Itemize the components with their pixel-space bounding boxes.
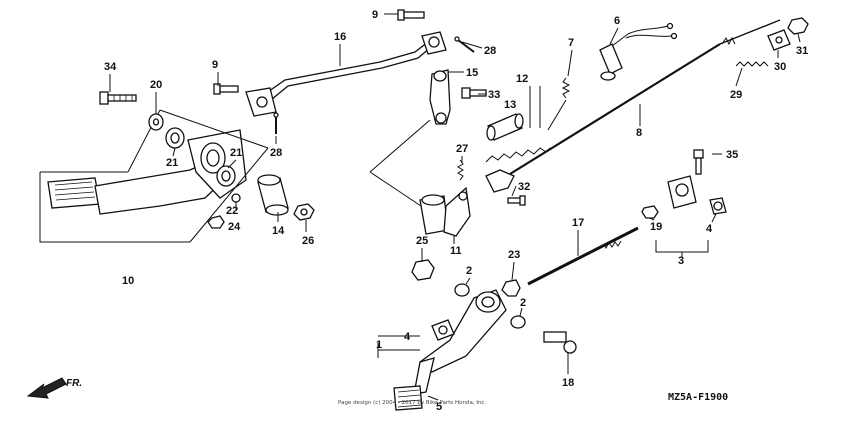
direction-label: FR. bbox=[66, 378, 82, 389]
spring-29[interactable] bbox=[735, 61, 769, 67]
cotter-pin-28-upper[interactable] bbox=[454, 36, 475, 53]
callout-10: 10 bbox=[122, 275, 134, 287]
joint-4-left[interactable] bbox=[431, 319, 455, 341]
cable-8[interactable] bbox=[485, 19, 781, 193]
nut-31[interactable] bbox=[787, 17, 809, 35]
sleeve-13[interactable] bbox=[486, 113, 524, 141]
callout-2-lower: 2 bbox=[520, 297, 526, 309]
collar-14[interactable] bbox=[257, 174, 289, 216]
callout-14: 14 bbox=[272, 225, 285, 237]
callout-2-upper: 2 bbox=[466, 265, 472, 277]
callout-9-left: 9 bbox=[212, 59, 218, 71]
callout-13: 13 bbox=[504, 99, 516, 111]
callout-28-upper: 28 bbox=[484, 45, 496, 57]
seal-21-a-inner bbox=[170, 132, 180, 144]
washer-2-lower[interactable] bbox=[510, 315, 526, 329]
callout-29: 29 bbox=[730, 89, 742, 101]
callout-17: 17 bbox=[572, 217, 584, 229]
callout-33: 33 bbox=[488, 89, 500, 101]
callout-34: 34 bbox=[104, 61, 117, 73]
callout-21-right: 21 bbox=[230, 147, 242, 159]
callout-23: 23 bbox=[508, 249, 520, 261]
callout-24: 24 bbox=[228, 221, 241, 233]
nut-23[interactable] bbox=[501, 279, 521, 297]
switch-6[interactable] bbox=[599, 22, 678, 81]
bolt-34[interactable] bbox=[99, 91, 137, 105]
callout-15: 15 bbox=[466, 67, 478, 79]
spring-12[interactable] bbox=[485, 147, 551, 163]
callout-31: 31 bbox=[796, 45, 808, 57]
callout-21-left: 21 bbox=[166, 157, 178, 169]
callout-28-lower: 28 bbox=[270, 147, 282, 159]
rod-16[interactable] bbox=[245, 31, 447, 117]
bolt-32[interactable] bbox=[507, 195, 526, 206]
callout-8: 8 bbox=[636, 127, 642, 139]
callout-30: 30 bbox=[774, 61, 786, 73]
washer-20-hole bbox=[152, 118, 160, 126]
bolt-9-left[interactable] bbox=[213, 83, 239, 95]
pin-22[interactable] bbox=[231, 193, 241, 210]
washer-2-upper[interactable] bbox=[454, 283, 470, 297]
rod-17[interactable] bbox=[527, 226, 639, 286]
nut-25[interactable] bbox=[411, 259, 435, 281]
shift-pedal-rubber[interactable] bbox=[393, 385, 423, 411]
callout-32: 32 bbox=[518, 181, 530, 193]
callout-25: 25 bbox=[416, 235, 428, 247]
callout-4-right: 4 bbox=[706, 223, 713, 235]
leader-lines bbox=[109, 13, 801, 401]
callout-12: 12 bbox=[516, 73, 528, 85]
joint-30[interactable] bbox=[767, 29, 791, 51]
lever-15[interactable] bbox=[429, 69, 451, 125]
callout-7: 7 bbox=[568, 37, 574, 49]
bolt-9-upper[interactable] bbox=[397, 9, 425, 21]
callout-20: 20 bbox=[150, 79, 162, 91]
joint-4-right[interactable] bbox=[709, 197, 727, 215]
bracket-outline bbox=[369, 119, 431, 213]
callout-3: 3 bbox=[678, 255, 684, 267]
bolt-35[interactable] bbox=[693, 149, 704, 175]
front-direction-arrow-icon: FR. bbox=[26, 377, 82, 399]
seal-21-b-inner bbox=[221, 170, 231, 182]
pedal-box-outline bbox=[39, 147, 269, 243]
copyright-text: Page design (c) 2004 - 2017 by Bike-Part… bbox=[338, 400, 486, 406]
callout-4-left: 4 bbox=[404, 331, 411, 343]
callout-9-upper: 9 bbox=[372, 9, 378, 21]
bracket-3 bbox=[655, 240, 709, 253]
bolt-33[interactable] bbox=[461, 87, 487, 99]
diagram-code: MZ5A-F1900 bbox=[668, 392, 728, 403]
callout-labels: 1 2 2 3 4 4 5 6 7 8 9 9 10 11 12 13 14 1… bbox=[104, 9, 808, 413]
callout-35: 35 bbox=[726, 149, 738, 161]
spring-27[interactable] bbox=[457, 159, 464, 181]
shaft-11[interactable] bbox=[419, 186, 471, 237]
callout-22: 22 bbox=[226, 205, 238, 217]
callout-18: 18 bbox=[562, 377, 574, 389]
callout-11: 11 bbox=[450, 245, 462, 257]
callout-5: 5 bbox=[436, 401, 442, 413]
spring-7[interactable] bbox=[547, 77, 571, 131]
callout-16: 16 bbox=[334, 31, 346, 43]
joint-3[interactable] bbox=[667, 175, 697, 209]
nut-24[interactable] bbox=[207, 215, 225, 229]
callout-19: 19 bbox=[650, 221, 662, 233]
bolt-18[interactable] bbox=[543, 331, 577, 366]
nut-26[interactable] bbox=[293, 203, 315, 221]
nut-19[interactable] bbox=[641, 205, 659, 219]
callout-26: 26 bbox=[302, 235, 314, 247]
cotter-pin-28-lower[interactable] bbox=[273, 112, 279, 134]
callout-6: 6 bbox=[614, 15, 620, 27]
callout-1: 1 bbox=[376, 339, 382, 351]
shift-arm-5[interactable] bbox=[413, 289, 507, 395]
callout-27: 27 bbox=[456, 143, 468, 155]
